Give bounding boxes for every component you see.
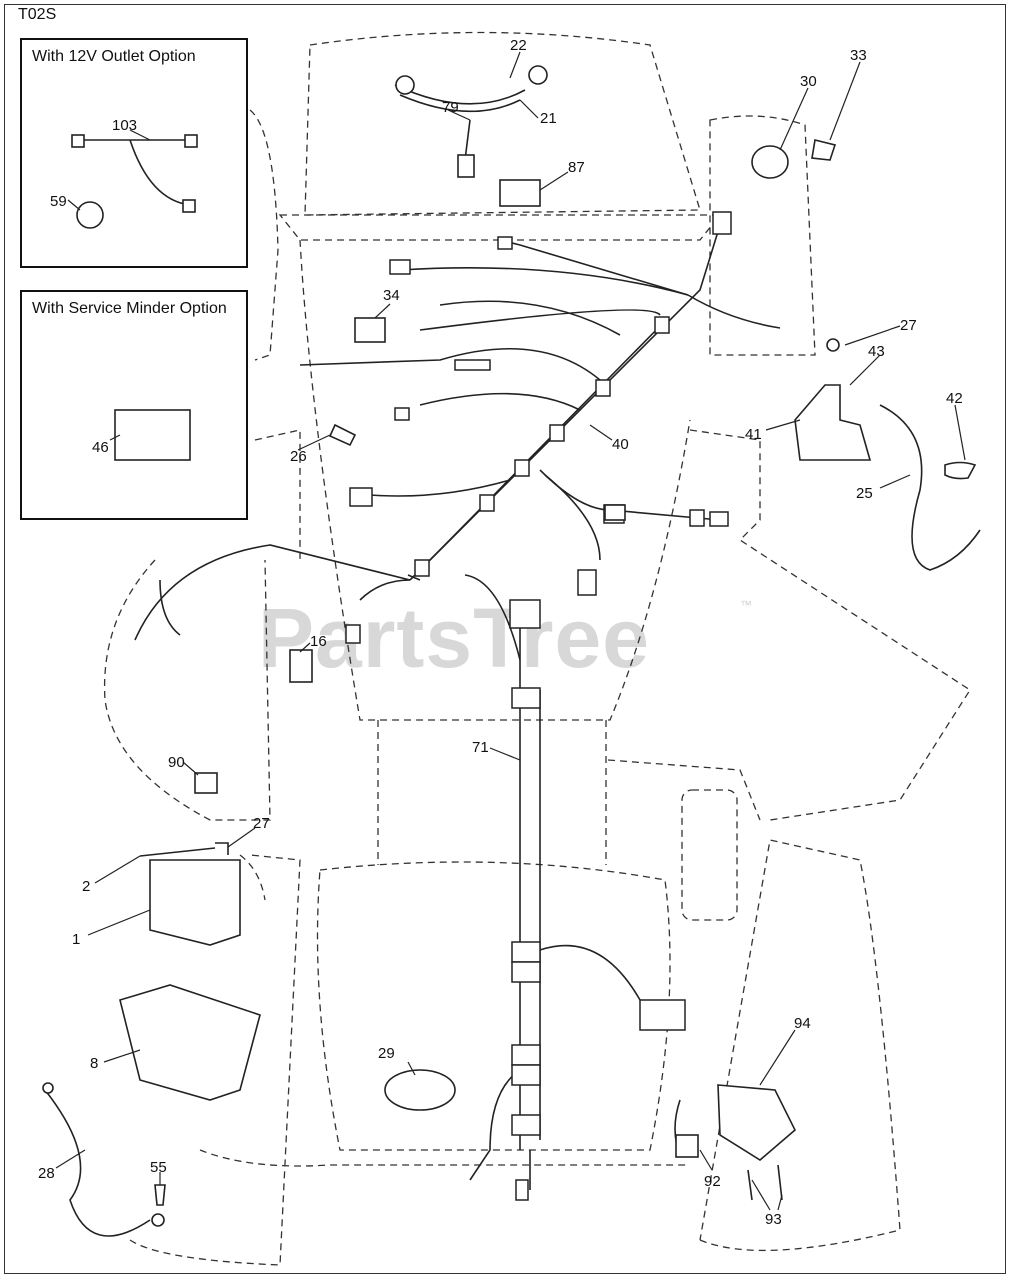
part-number-label: 55: [150, 1159, 167, 1176]
part-number-label: 90: [168, 754, 185, 771]
part-number-label: 22: [510, 37, 527, 54]
part-drawings: [42, 65, 981, 1237]
service-minder-option-box: With Service Minder Option: [20, 290, 248, 520]
part-number-label: 21: [540, 110, 557, 127]
outlet-option-title: With 12V Outlet Option: [32, 48, 196, 65]
part-number-label: 41: [745, 426, 762, 443]
service-minder-option-title: With Service Minder Option: [32, 300, 227, 317]
watermark: PartsTree: [258, 591, 650, 685]
part-number-label: 28: [38, 1165, 55, 1182]
leader-lines: [55, 51, 966, 1211]
harness-connectors: [345, 211, 732, 1201]
part-number-label: 42: [946, 390, 963, 407]
diagram-frame: [4, 4, 1006, 1274]
part-number-label: 2: [82, 878, 90, 895]
part-number-label: 34: [383, 287, 400, 304]
part-number-label: 26: [290, 448, 307, 465]
part-number-label: 16: [310, 633, 327, 650]
part-number-label: 59: [50, 193, 67, 210]
part-labels: 2279213033871035934274342414626402516719…: [38, 37, 963, 1228]
part-number-label: 27: [900, 317, 917, 334]
part-number-label: 8: [90, 1055, 98, 1072]
part-number-label: 27: [253, 815, 270, 832]
part-number-label: 40: [612, 436, 629, 453]
part-number-label: 92: [704, 1173, 721, 1190]
part-number-label: 71: [472, 739, 489, 756]
part-number-label: 46: [92, 439, 109, 456]
part-number-label: 25: [856, 485, 873, 502]
sheet-code: T02S: [18, 6, 57, 23]
part-number-label: 93: [765, 1211, 782, 1228]
part-number-label: 1: [72, 931, 80, 948]
tractor-outline: [103, 31, 971, 1266]
part-number-label: 29: [378, 1045, 395, 1062]
part-number-label: 103: [112, 117, 137, 134]
part-number-label: 43: [868, 343, 885, 360]
part-number-label: 30: [800, 73, 817, 90]
part-number-label: 33: [850, 47, 867, 64]
part-number-label: 94: [794, 1015, 811, 1032]
part-number-label: 79: [442, 99, 459, 116]
watermark-trademark: ™: [740, 598, 752, 612]
part-number-label: 87: [568, 159, 585, 176]
